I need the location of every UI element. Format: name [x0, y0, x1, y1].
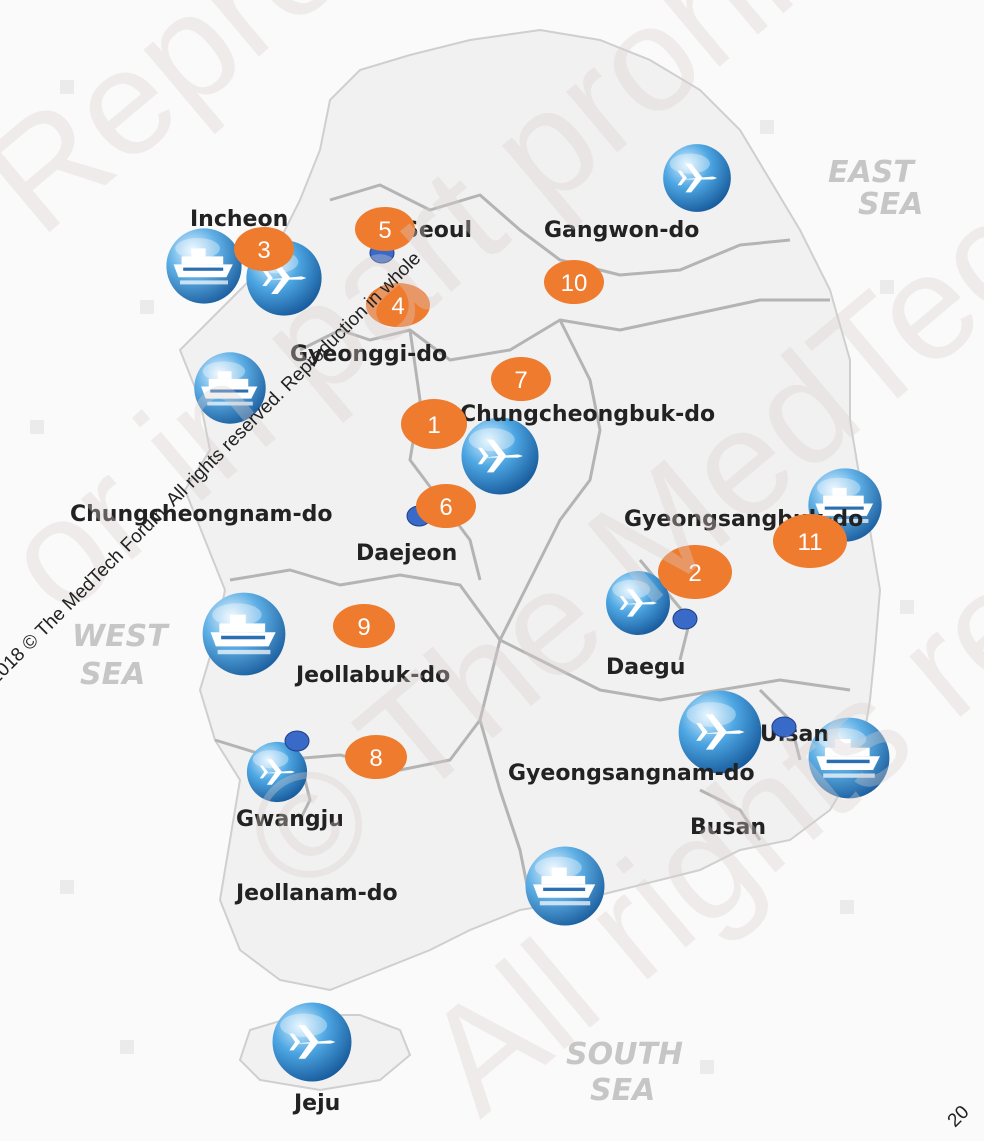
sea-label-south: SOUTH SEA — [566, 1037, 683, 1108]
marker-2-label: 2 — [688, 560, 701, 587]
marker-3-label: 3 — [257, 237, 270, 264]
sea-label-west-line2: SEA — [80, 657, 145, 692]
region-label-gyeonggi: Gyeonggi-do — [290, 342, 447, 367]
sea-label-west-line1: WEST — [72, 619, 170, 654]
marker-5[interactable]: 5 — [355, 207, 415, 251]
region-label-gwangju: Gwangju — [236, 807, 344, 832]
region-label-chungbuk: Chungcheongbuk-do — [460, 402, 715, 427]
marker-4[interactable]: 4 — [366, 283, 430, 327]
region-label-jeonnam: Jeollanam-do — [234, 881, 398, 906]
sea-label-west: WEST SEA — [72, 619, 170, 692]
marker-11[interactable]: 11 — [773, 514, 847, 568]
marker-1-label: 1 — [427, 412, 440, 439]
marker-5-label: 5 — [378, 217, 391, 244]
marker-11-label: 11 — [798, 529, 823, 556]
sea-label-south-line2: SEA — [590, 1073, 655, 1108]
background-texture — [30, 80, 914, 1074]
marker-7-label: 7 — [514, 367, 527, 394]
marker-10[interactable]: 10 — [544, 260, 604, 304]
marker-8[interactable]: 8 — [345, 735, 407, 779]
region-label-jeju: Jeju — [292, 1091, 340, 1116]
region-label-chungnam: Chungcheongnam-do — [70, 502, 332, 527]
marker-6-label: 6 — [439, 494, 452, 521]
airplane-icon — [461, 417, 539, 495]
location-dot-icon — [771, 716, 797, 738]
location-dot-icon — [284, 730, 310, 752]
airplane-icon — [272, 1002, 352, 1082]
marker-4-label: 4 — [391, 293, 404, 320]
sea-label-east: EAST SEA — [828, 155, 923, 222]
marker-3[interactable]: 3 — [234, 227, 294, 271]
location-dot-icon — [672, 608, 698, 630]
region-label-gangwon: Gangwon-do — [544, 218, 699, 243]
marker-2[interactable]: 2 — [658, 545, 732, 599]
marker-8-label: 8 — [369, 745, 382, 772]
marker-9[interactable]: 9 — [333, 604, 395, 648]
ship-icon — [166, 228, 242, 304]
sea-label-east-line1: EAST — [828, 155, 916, 190]
region-label-gyeongnam: Gyeongsangnam-do — [508, 761, 755, 786]
marker-7[interactable]: 7 — [491, 357, 551, 401]
marker-9-label: 9 — [357, 614, 370, 641]
province-borders — [214, 183, 851, 901]
marker-6[interactable]: 6 — [416, 484, 476, 528]
sea-label-south-line1: SOUTH — [566, 1037, 683, 1072]
marker-10-label: 10 — [561, 270, 588, 297]
numbered-markers: 1 2 3 4 5 6 7 8 — [234, 207, 847, 779]
region-label-busan: Busan — [690, 815, 766, 840]
sea-label-east-line2: SEA — [858, 187, 923, 222]
watermark-corner-text: 20 — [944, 1102, 974, 1132]
airplane-icon — [663, 144, 731, 212]
region-label-daegu: Daegu — [606, 655, 685, 680]
region-labels: Incheon Seoul Gangwon-do Gyeonggi-do Chu… — [70, 207, 863, 1116]
region-label-jeonbuk: Jeollabuk-do — [294, 663, 450, 688]
ship-icon — [202, 592, 286, 676]
region-label-daejeon: Daejeon — [356, 541, 457, 566]
marker-1[interactable]: 1 — [401, 399, 467, 449]
